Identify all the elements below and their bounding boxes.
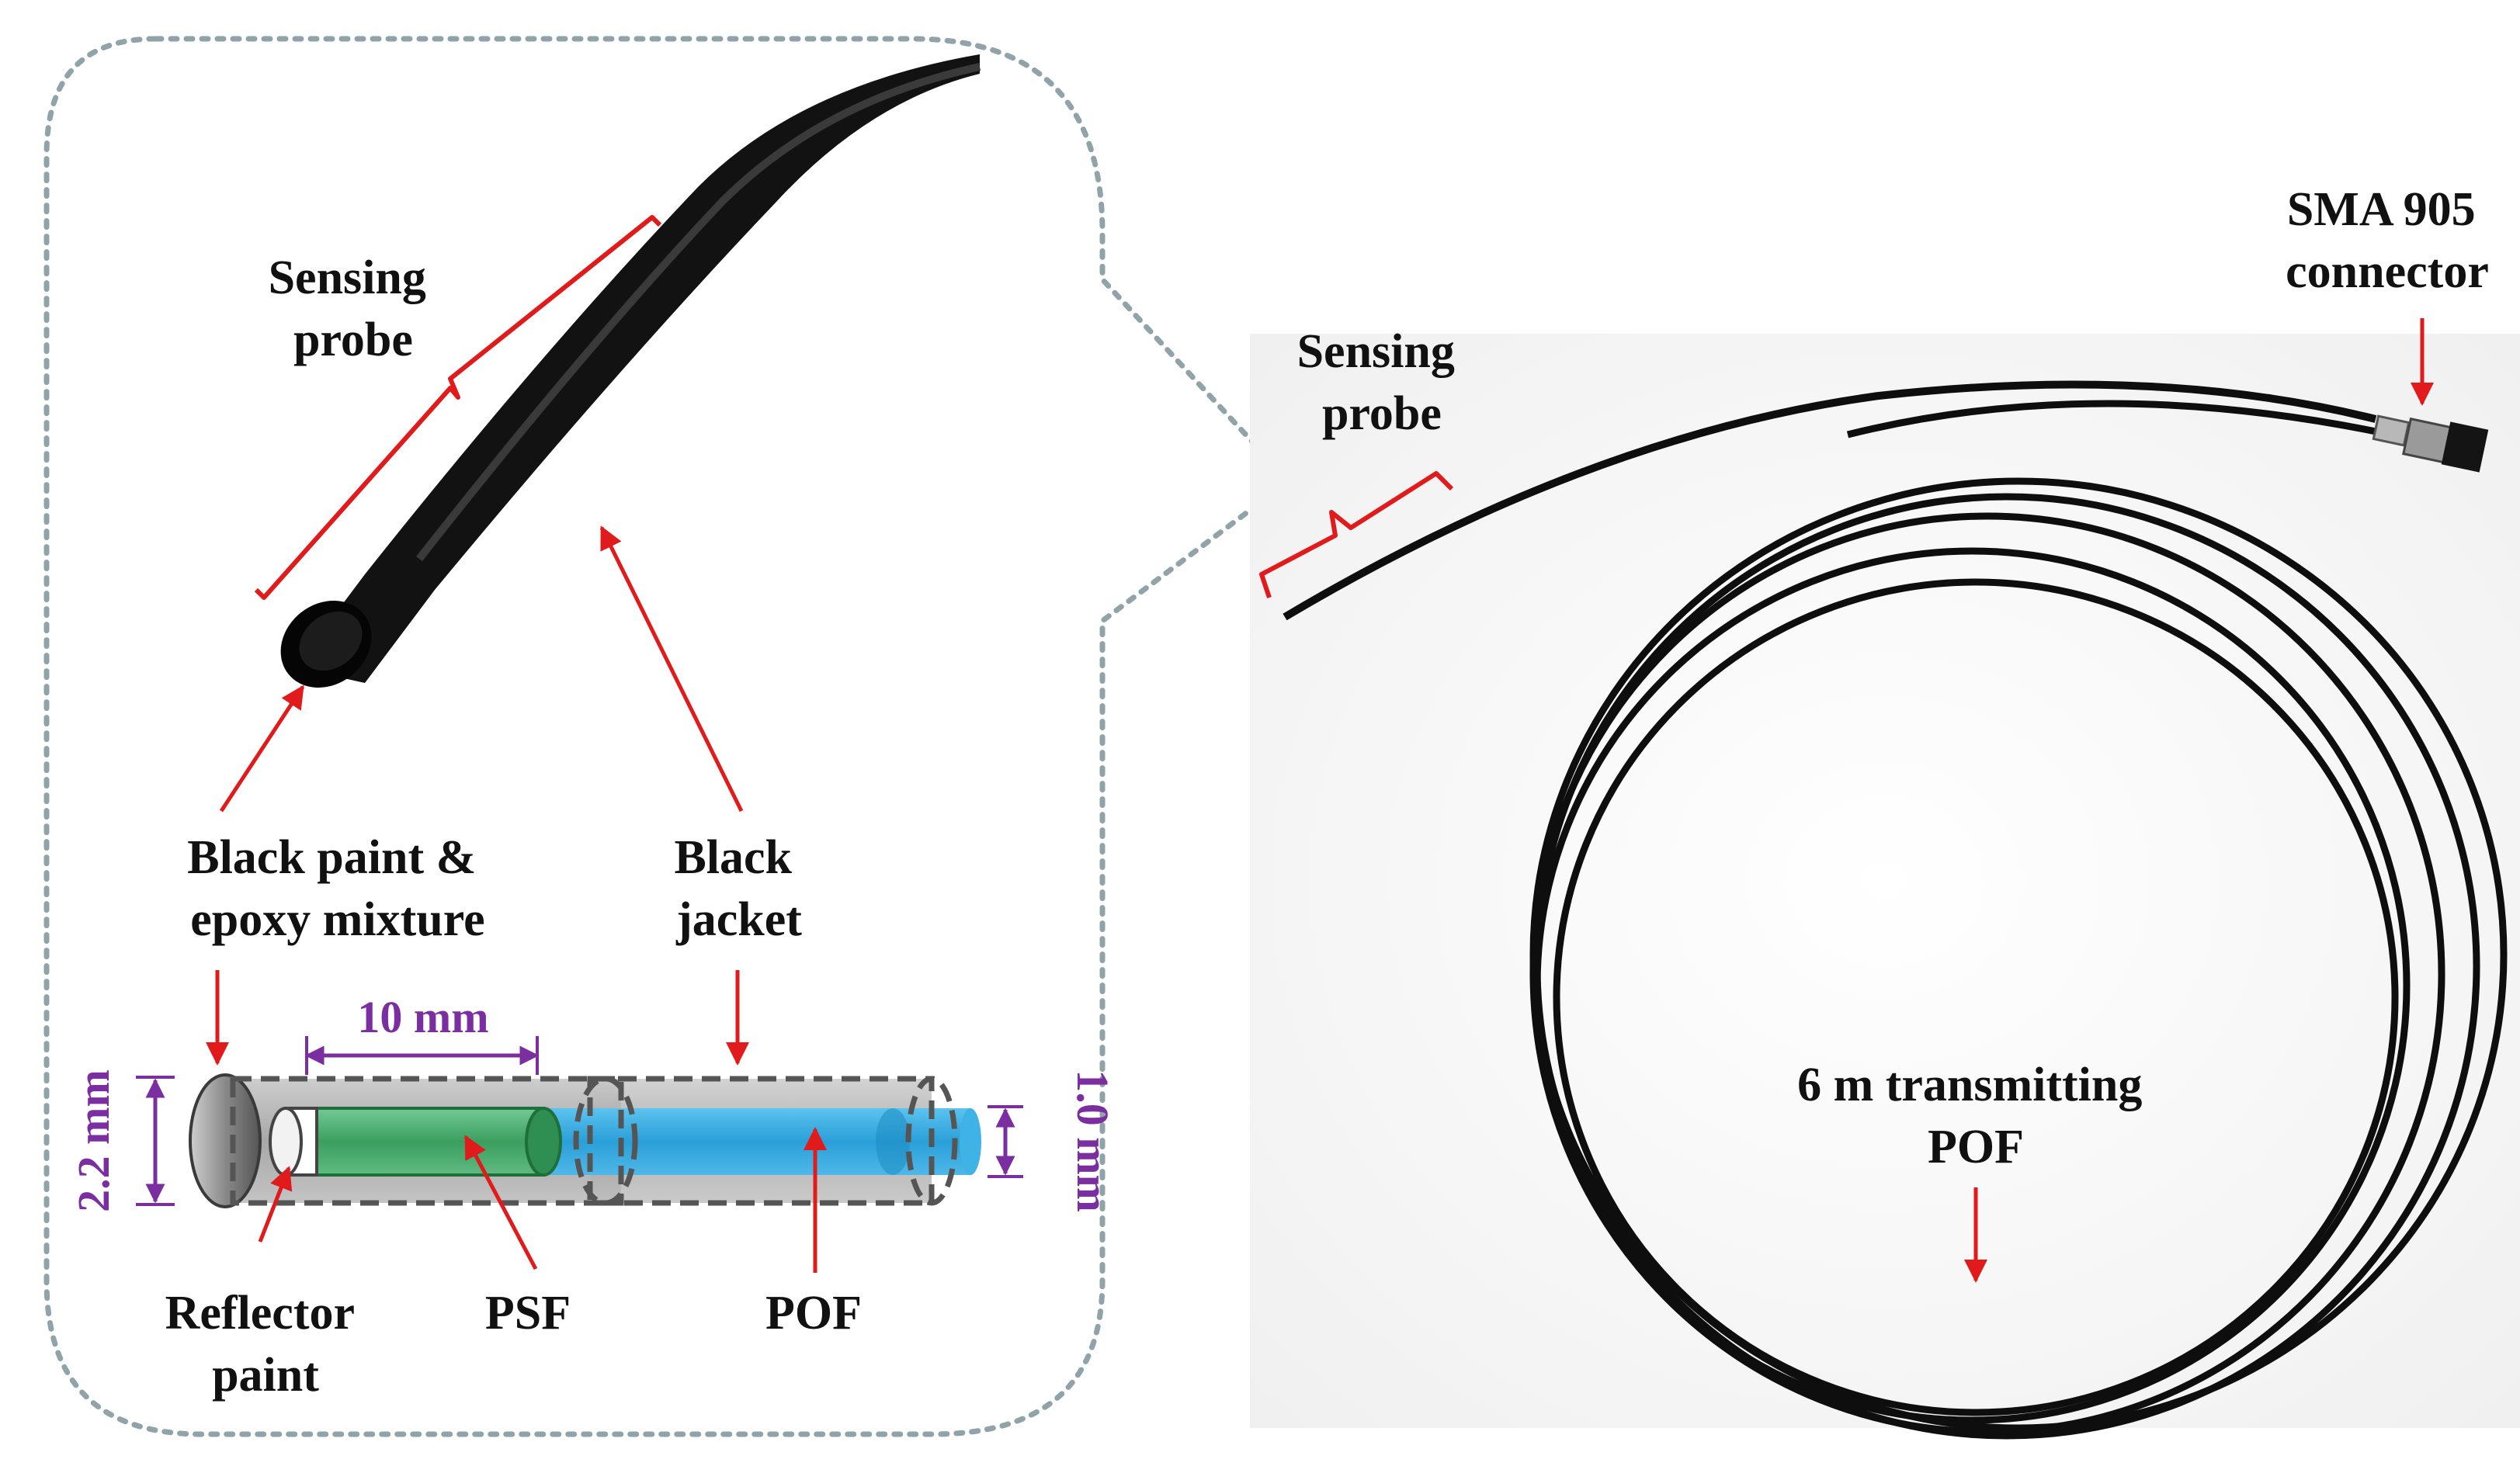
dim-10mm-label: 10 mm — [357, 992, 488, 1042]
zoom-callout-border — [43, 36, 1293, 1437]
reflector-paint-label: Reflector paint — [165, 1287, 366, 1402]
arrow-reflector — [258, 1166, 293, 1243]
dim-2mm-label: 2.2 mm — [68, 1069, 119, 1212]
pof-label: POF — [765, 1287, 862, 1340]
black-jacket-label: Black jacket — [674, 831, 804, 946]
sensing-probe-bracket-photo — [1259, 471, 1454, 598]
arrow-black-jacket — [599, 525, 744, 813]
sma-connector-icon — [2372, 414, 2489, 473]
zoom-photo-probe — [280, 54, 981, 688]
sensing-probe-photo-label: Sensing probe — [1297, 325, 1467, 440]
black-paint-label: Black paint & epoxy mixture — [187, 831, 488, 946]
transmitting-pof-label: 6 m transmitting POF — [1797, 1059, 2154, 1173]
schematic-probe — [189, 1073, 981, 1208]
sensing-probe-bracket-zoom — [254, 215, 662, 600]
dim-1mm-label: 1.0 mm — [1067, 1069, 1118, 1212]
coiled-fiber-photo — [1250, 334, 2520, 1440]
psf-label: PSF — [485, 1287, 571, 1340]
sma-connector-label: SMA 905 connector — [2286, 183, 2489, 298]
arrow-black-paint — [219, 685, 305, 813]
arrow-psf — [463, 1135, 538, 1270]
sensing-probe-zoom-label: Sensing probe — [269, 251, 439, 366]
